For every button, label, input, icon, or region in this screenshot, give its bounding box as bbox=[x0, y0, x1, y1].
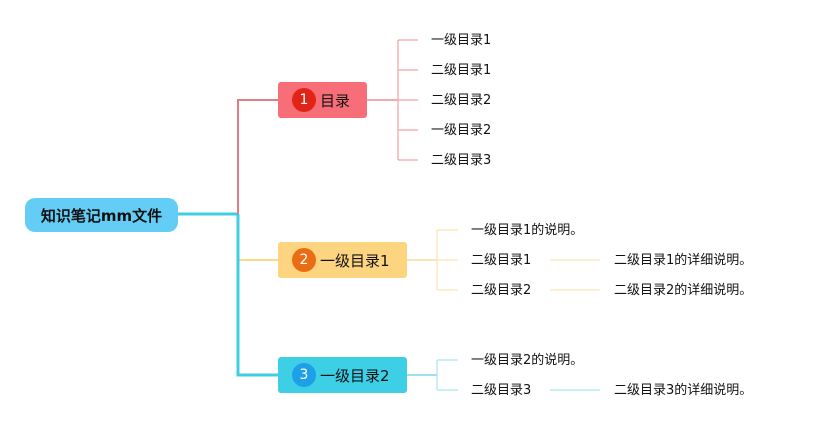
number-badge-2: 2 bbox=[292, 248, 316, 272]
connector-root-branch1 bbox=[237, 99, 278, 214]
branch-node-1-label: 目录 bbox=[320, 91, 351, 110]
leaf-node[interactable]: 一级目录1 bbox=[431, 33, 492, 48]
branch-node-3[interactable]: 3 一级目录2 bbox=[278, 357, 407, 393]
detail-node[interactable]: 二级目录3的详细说明。 bbox=[614, 383, 753, 398]
leaf-node[interactable]: 二级目录3 bbox=[471, 383, 532, 398]
detail-node[interactable]: 二级目录1的详细说明。 bbox=[614, 253, 753, 268]
branch-node-2-label: 一级目录1 bbox=[320, 251, 390, 270]
root-node[interactable]: 知识笔记mm文件 bbox=[25, 198, 178, 232]
branch-node-2[interactable]: 2 一级目录1 bbox=[278, 242, 407, 278]
leaf-node[interactable]: 二级目录2 bbox=[431, 93, 492, 108]
leaf-node[interactable]: 二级目录2 bbox=[471, 283, 532, 298]
number-badge-3: 3 bbox=[292, 363, 316, 387]
connector-root-branch3 bbox=[236, 214, 278, 377]
detail-node[interactable]: 二级目录2的详细说明。 bbox=[614, 283, 753, 298]
leaf-node[interactable]: 二级目录1 bbox=[431, 63, 492, 78]
root-node-label: 知识笔记mm文件 bbox=[40, 206, 163, 225]
branch-node-3-label: 一级目录2 bbox=[320, 366, 390, 385]
leaf-node[interactable]: 一级目录2 bbox=[431, 123, 492, 138]
number-badge-1: 1 bbox=[292, 88, 316, 112]
leaf-node[interactable]: 一级目录1的说明。 bbox=[471, 223, 584, 238]
leaf-node[interactable]: 一级目录2的说明。 bbox=[471, 353, 584, 368]
branch-node-1[interactable]: 1 目录 bbox=[278, 82, 367, 118]
leaf-node[interactable]: 二级目录1 bbox=[471, 253, 532, 268]
leaf-node[interactable]: 二级目录3 bbox=[431, 153, 492, 168]
